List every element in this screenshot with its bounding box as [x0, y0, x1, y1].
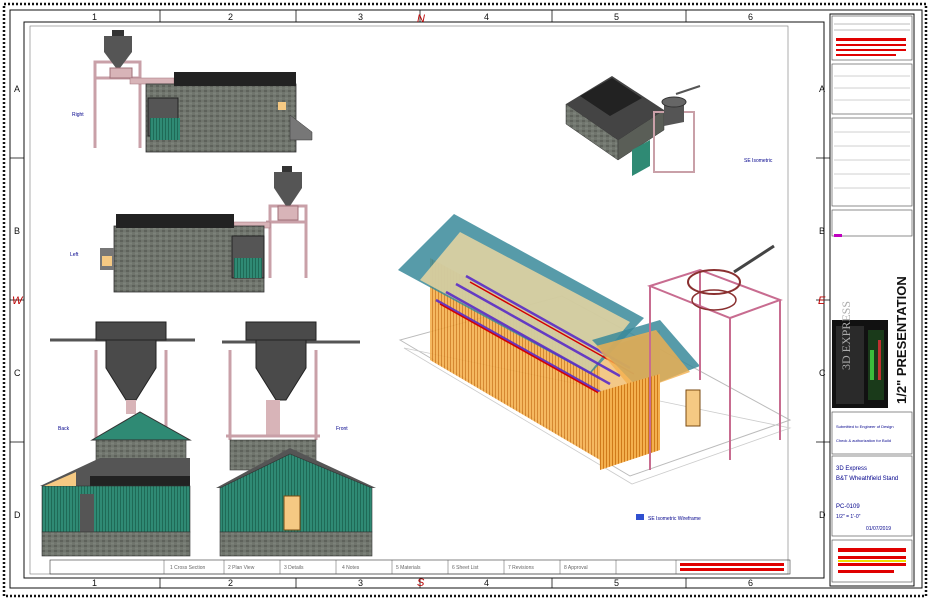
right-view-label: Right: [72, 112, 84, 118]
right-elevation-view: Right: [72, 30, 313, 153]
footer-cell-6: 6 Sheet List: [452, 565, 479, 571]
back-view-label: Back: [58, 426, 70, 432]
footer-cell-1: 1 Cross Section: [170, 565, 206, 571]
col-label-4-top: 4: [484, 12, 489, 22]
wireframe-view-label: SE Isometric Wireframe: [648, 516, 701, 522]
design-note: Submitted to Engineer of Design: [836, 424, 894, 429]
col-label-1-bottom: 1: [92, 578, 97, 588]
west-marker: W: [12, 295, 24, 307]
row-label-c-left: C: [14, 368, 21, 378]
row-label-d-right: D: [819, 510, 826, 520]
footer-cell-4: 4 Notes: [342, 565, 360, 571]
col-label-4-bottom: 4: [484, 578, 489, 588]
row-label-c-right: C: [819, 368, 826, 378]
col-label-2-bottom: 2: [228, 578, 233, 588]
presentation-label: 1/2" PRESENTATION: [894, 276, 909, 404]
isometric-perspective-view: SE Isometric: [565, 76, 773, 176]
col-label-5-bottom: 5: [614, 578, 619, 588]
col-label-5-top: 5: [614, 12, 619, 22]
footer-cell-8: 8 Approval: [564, 565, 588, 571]
footer-cell-3: 3 Details: [284, 565, 304, 571]
company-name: 3D Express: [836, 466, 867, 472]
title-block: 3D EXPRESS 1/2" PRESENTATION Submitted t…: [829, 13, 915, 587]
footer-cell-2: 2 Plan View: [228, 565, 255, 571]
perspective-view-label: SE Isometric: [744, 158, 773, 164]
col-label-3-bottom: 3: [358, 578, 363, 588]
north-marker: N: [417, 13, 425, 25]
col-label-2-top: 2: [228, 12, 233, 22]
logo-graphic: 3D EXPRESS: [836, 301, 884, 404]
left-view-label: Left: [70, 252, 79, 258]
sheet-number: PC-0109: [836, 504, 860, 510]
row-label-d-left: D: [14, 510, 21, 520]
south-marker: S: [417, 577, 425, 589]
front-view-label: Front: [336, 426, 348, 432]
row-label-b-left: B: [14, 226, 20, 236]
col-label-3-top: 3: [358, 12, 363, 22]
col-label-1-top: 1: [92, 12, 97, 22]
footer-cell-5: 5 Materials: [396, 565, 421, 571]
back-elevation-view: Back: [40, 321, 195, 557]
column-markers: [10, 10, 830, 588]
east-marker: E: [818, 295, 826, 307]
front-elevation-view: Front: [216, 321, 376, 557]
scale-note: 1/2" = 1'-0": [836, 514, 861, 520]
project-name: B&T Wheathfield Stand: [836, 476, 898, 482]
row-label-a-right: A: [819, 84, 825, 94]
row-label-a-left: A: [14, 84, 20, 94]
svg-text:3D EXPRESS: 3D EXPRESS: [839, 301, 853, 370]
row-label-b-right: B: [819, 226, 825, 236]
footer-strip: 1 Cross Section 2 Plan View 3 Details 4 …: [49, 559, 791, 575]
left-elevation-view: Left: [70, 166, 308, 293]
drawing-date: 01/07/2019: [866, 526, 891, 532]
col-label-6-bottom: 6: [748, 578, 753, 588]
footer-cell-7: 7 Revisions: [508, 565, 534, 571]
sheet-border: [9, 9, 923, 589]
col-label-6-top: 6: [748, 12, 753, 22]
isometric-wireframe-view: SE Isometric Wireframe: [398, 214, 792, 522]
approval-note: Check & authorization for Build: [836, 438, 891, 443]
